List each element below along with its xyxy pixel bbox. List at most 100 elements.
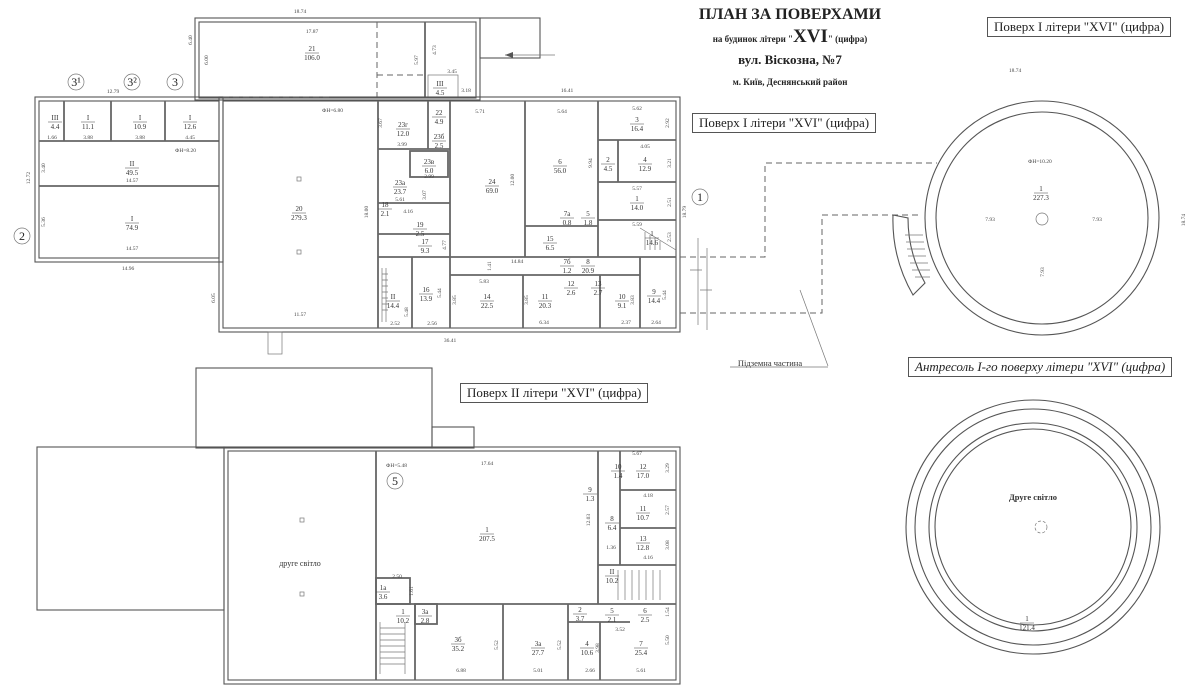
- dimension-label: 5.01: [533, 668, 543, 674]
- svg-text:2: 2: [19, 229, 25, 243]
- room-label: 179.3: [418, 238, 432, 255]
- room-area: 10.6: [581, 649, 594, 657]
- room-label: 122.6: [564, 280, 578, 297]
- dimension-label: 5.62: [632, 106, 642, 112]
- dimension-label: 3.88: [135, 135, 145, 141]
- dimension-label: 3.85: [524, 295, 530, 305]
- entrance-porch: [267, 331, 283, 355]
- dimension-label: 6.40: [188, 35, 194, 45]
- dimension-label: 5.48: [404, 307, 410, 317]
- room-label: I11.1: [81, 114, 95, 131]
- svg-text:3²: 3²: [127, 75, 137, 89]
- dimension-label: 2.53: [667, 232, 673, 242]
- room-number: 7: [639, 640, 643, 648]
- room-number: I: [131, 215, 134, 223]
- room-number: 11: [542, 293, 549, 301]
- underground-label: Підземна частина: [738, 358, 803, 368]
- dimension-label: 2.92: [665, 118, 671, 128]
- room-number: 4: [585, 640, 589, 648]
- room-label: 51.8: [581, 210, 595, 227]
- room-area: 279.3: [291, 214, 307, 222]
- column-icon: [1035, 212, 1049, 226]
- room-label: 114.0: [630, 195, 644, 212]
- subtitle-prefix: на будинок літери ": [712, 34, 794, 44]
- dimension-label: 5.52: [494, 640, 500, 650]
- second-light-round-label: Друге світло: [1009, 492, 1057, 502]
- room-area: 1.8: [584, 219, 593, 227]
- room-number: I: [139, 114, 142, 122]
- dimension-label: 18.74: [1181, 214, 1187, 227]
- room-area: 1.3: [586, 495, 595, 503]
- dimension-label: 14.57: [126, 178, 139, 184]
- room-area: 2.5: [435, 142, 444, 150]
- room-label: I74.9: [125, 215, 139, 232]
- dimension-label: 14.84: [511, 259, 524, 265]
- dimension-label: 3.08: [665, 540, 671, 550]
- room-number: 11: [640, 505, 647, 513]
- room-label: 410.6: [580, 640, 594, 657]
- dimension-label: 18.74: [294, 9, 307, 15]
- room-area: 207.5: [479, 535, 495, 543]
- room-number: 16: [423, 286, 431, 294]
- room-label: 23.7: [573, 606, 587, 623]
- room-number: 7б: [563, 258, 571, 266]
- dimension-label: 1.41: [487, 261, 493, 271]
- room-number: 22: [436, 109, 444, 117]
- room-label: 182.1: [378, 201, 392, 218]
- room-area: 17.0: [637, 472, 650, 480]
- room-area: 2.7: [594, 289, 603, 297]
- room-area: 1.2: [563, 267, 572, 275]
- dimension-label: 18.00: [364, 206, 370, 219]
- room-area: 25.4: [635, 649, 648, 657]
- dimension-label: 2.66: [585, 668, 595, 674]
- dimension-label: 5.52: [557, 640, 563, 650]
- dimension-label: 4.16: [403, 209, 413, 215]
- room-area: 14.6: [646, 239, 659, 247]
- entrance-arrow-icon: [505, 52, 555, 58]
- dimension-label: 7.93: [1040, 267, 1046, 277]
- dimension-label: 3.88: [83, 135, 93, 141]
- subtitle-suffix: " (цифра): [827, 34, 868, 44]
- room-area: 14.4: [387, 302, 400, 310]
- dimension-label: 6.05: [211, 293, 217, 303]
- room-number: 1: [1025, 615, 1029, 623]
- room-number: 8: [586, 258, 590, 266]
- dimension-label: 2.37: [621, 320, 631, 326]
- room-number: 7а: [564, 210, 572, 218]
- room-number: 10: [615, 463, 623, 471]
- room-label: I10.9: [133, 114, 147, 131]
- plan-title: ПЛАН ЗА ПОВЕРХАМИ: [698, 6, 882, 23]
- svg-text:5: 5: [392, 474, 398, 488]
- room-label: 101.4: [611, 463, 625, 480]
- room-area: 10.7: [637, 514, 650, 522]
- room-area: 1.4: [614, 472, 623, 480]
- room-area: 20.9: [582, 267, 595, 275]
- room-number: 5: [610, 607, 614, 615]
- dimension-label: 2.64: [651, 320, 661, 326]
- dimension-label: 2.56: [427, 321, 437, 327]
- room-number: 2: [578, 606, 582, 614]
- room-label: 52.1: [605, 607, 619, 624]
- room-area: 2.5: [416, 230, 425, 238]
- room-area: 13.9: [420, 295, 433, 303]
- dimension-label: 5.97: [414, 55, 420, 65]
- address-city: м. Київ, Деснянський район: [732, 77, 848, 87]
- room-number: 13: [640, 535, 648, 543]
- room-number: 12: [640, 463, 648, 471]
- dimension-label: 36.41: [444, 338, 457, 344]
- room-area: 4.4: [51, 123, 60, 131]
- room-area: 4.5: [436, 89, 445, 97]
- level-mark-hall: ФН=6.80: [322, 108, 343, 114]
- staircase-icon: [381, 227, 677, 322]
- room-area: 23.7: [394, 188, 407, 196]
- room-number: I: [87, 114, 90, 122]
- room-area: 10.9: [134, 123, 147, 131]
- room-area: 35.2: [452, 645, 465, 653]
- round-staircase-icon: [905, 234, 930, 278]
